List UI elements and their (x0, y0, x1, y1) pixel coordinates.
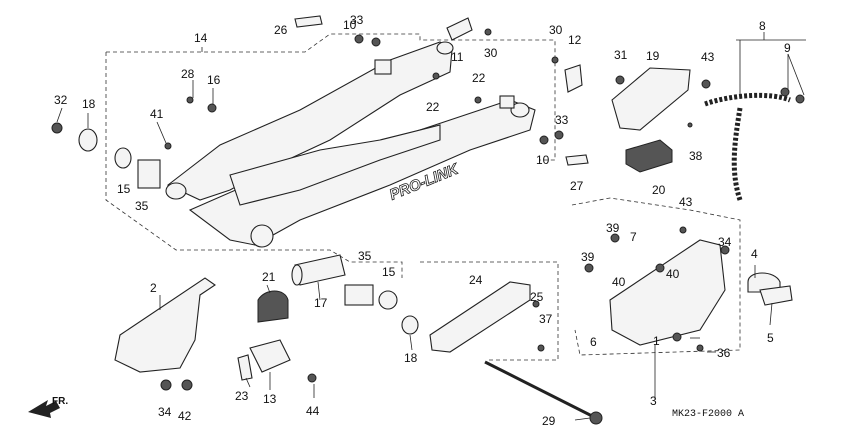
bracket-11 (446, 17, 473, 41)
pivot-nut (589, 411, 603, 425)
part-label-44: 44 (306, 404, 320, 418)
part-label-23: 23 (235, 389, 249, 403)
part-label-15: 15 (382, 265, 396, 279)
part-label-41: 41 (150, 107, 164, 121)
label-27 (565, 154, 589, 166)
group-outline-swingarm (105, 33, 556, 278)
part-label-42: 42 (178, 409, 192, 423)
part-label-36: 36 (717, 346, 731, 360)
washer-18 (401, 315, 419, 335)
pivot-collar-17 (291, 254, 346, 286)
diagram-code: MK23-F2000 A (672, 409, 744, 420)
part-label-26: 26 (274, 23, 288, 37)
washer-18-left (78, 128, 98, 152)
fasteners (51, 28, 805, 391)
part-label-10: 10 (343, 18, 357, 32)
swingarm: PRO-LINK (165, 41, 536, 248)
plate-13 (249, 339, 291, 373)
part-label-3: 3 (650, 394, 657, 408)
bracket-5 (759, 285, 793, 306)
part-label-5: 5 (767, 331, 774, 345)
part-label-13: 13 (263, 392, 277, 406)
part-label-34: 34 (718, 235, 732, 249)
part-label-30: 30 (484, 46, 498, 60)
part-label-37: 37 (539, 312, 553, 326)
part-label-40: 40 (612, 275, 626, 289)
part-label-39: 39 (581, 250, 595, 264)
part-label-7: 7 (630, 230, 637, 244)
label-26 (294, 15, 323, 28)
part-label-43: 43 (701, 50, 715, 64)
part-label-25: 25 (530, 290, 544, 304)
part-label-10: 10 (536, 153, 550, 167)
part-label-19: 19 (646, 49, 660, 63)
part-label-43: 43 (679, 195, 693, 209)
clamp-21 (257, 290, 289, 323)
bracket-12 (564, 64, 583, 93)
part-label-39: 39 (606, 221, 620, 235)
part-label-28: 28 (181, 67, 195, 81)
part-label-6: 6 (590, 335, 597, 349)
drive-chain (704, 92, 791, 201)
part-label-12: 12 (568, 33, 582, 47)
part-label-20: 20 (652, 183, 666, 197)
part-label-34: 34 (158, 405, 172, 419)
part-label-35: 35 (135, 199, 149, 213)
bushing-35 (344, 284, 374, 306)
pin-23 (237, 354, 253, 381)
part-label-14: 14 (194, 31, 208, 45)
bushing-35-left (137, 159, 161, 189)
part-label-18: 18 (82, 97, 96, 111)
chain-slider-24 (429, 281, 531, 353)
part-label-31: 31 (614, 48, 628, 62)
part-labels: 1 2 3 4 5 6 7 8 9 10 10 11 12 13 14 15 1… (54, 13, 791, 428)
part-label-9: 9 (784, 41, 791, 55)
part-label-40: 40 (666, 267, 680, 281)
part-label-4: 4 (751, 247, 758, 261)
slider-block-20 (625, 139, 673, 173)
fr-label: FR. (52, 396, 68, 407)
part-label-35: 35 (358, 249, 372, 263)
bearing-15 (378, 290, 398, 310)
chain-guard-3 (609, 239, 726, 346)
pivot-bolt-29 (484, 360, 597, 420)
part-label-33: 33 (350, 13, 364, 27)
part-label-8: 8 (759, 19, 766, 33)
part-label-24: 24 (469, 273, 483, 287)
part-label-21: 21 (262, 270, 276, 284)
part-label-33: 33 (555, 113, 569, 127)
part-label-16: 16 (207, 73, 221, 87)
front-direction-arrow: FR. (28, 396, 68, 418)
part-label-2: 2 (150, 281, 157, 295)
part-label-22: 22 (426, 100, 440, 114)
leader-lines (56, 32, 806, 421)
part-label-29: 29 (542, 414, 556, 428)
part-label-32: 32 (54, 93, 68, 107)
part-label-27: 27 (570, 179, 584, 193)
part-label-15: 15 (117, 182, 131, 196)
part-label-22: 22 (472, 71, 486, 85)
chain-case-2 (114, 277, 216, 373)
part-label-18: 18 (404, 351, 418, 365)
part-label-17: 17 (314, 296, 328, 310)
part-label-1: 1 (653, 334, 660, 348)
group-outline-chain-guard (571, 197, 741, 356)
part-label-11: 11 (451, 50, 464, 64)
part-label-30: 30 (549, 23, 563, 37)
chain-guide-19 (611, 67, 691, 131)
part-label-38: 38 (689, 149, 703, 163)
bearing-15-left (114, 147, 132, 169)
